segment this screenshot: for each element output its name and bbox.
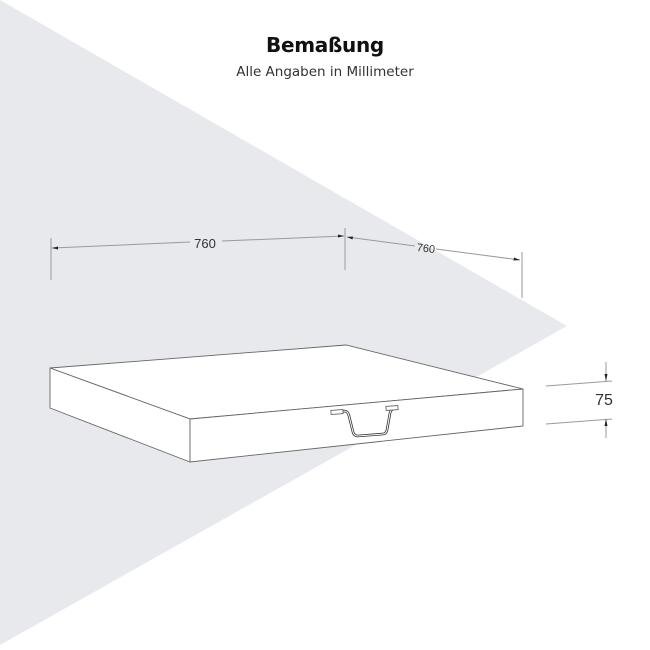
tray-box <box>49 344 524 463</box>
page-subtitle: Alle Angaben in Millimeter <box>236 64 414 80</box>
height-dimension: 75 <box>545 362 613 438</box>
width-label: 760 <box>194 236 216 251</box>
depth-dimension: 760 <box>346 236 523 298</box>
page-title: Bemaßung <box>266 33 384 57</box>
background-triangle <box>0 0 567 645</box>
height-label: 75 <box>595 392 613 409</box>
box-front-face <box>189 388 524 463</box>
width-dimension: 760 <box>50 228 346 280</box>
depth-label: 760 <box>416 242 436 256</box>
handle-icon <box>330 405 399 438</box>
